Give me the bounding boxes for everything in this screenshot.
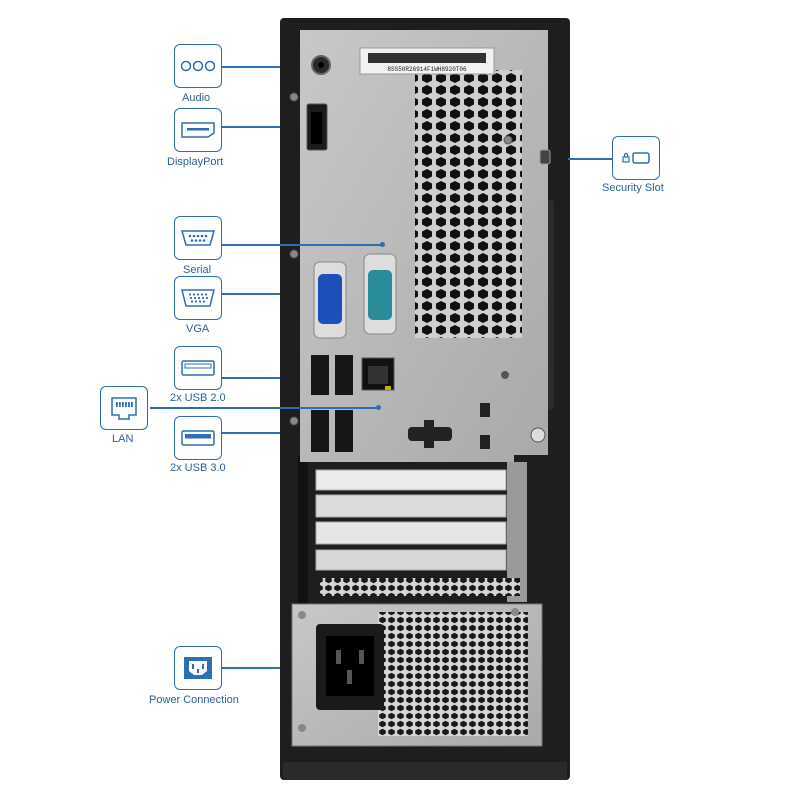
lan-leader-dot xyxy=(376,405,381,410)
usb3-label: 2x USB 3.0 xyxy=(170,462,226,474)
power-connector[interactable] xyxy=(316,624,384,710)
security-icon-box xyxy=(612,136,660,180)
usb2-leader xyxy=(222,377,280,379)
serial-port-icon xyxy=(181,230,215,246)
panel-knockout xyxy=(408,403,490,449)
usb3-icon-box xyxy=(174,416,222,460)
usb3-ports[interactable] xyxy=(311,410,353,452)
lan-port-icon xyxy=(111,397,137,420)
vga-port[interactable] xyxy=(313,261,347,339)
serial-leader xyxy=(222,244,382,246)
serial-sticker: 8SS50R26914F1WH8920T06 xyxy=(359,47,495,75)
audio-leader xyxy=(222,66,280,68)
usb2-port-icon xyxy=(181,360,215,376)
displayport-icon xyxy=(181,122,215,138)
displayport-label: DisplayPort xyxy=(167,156,224,168)
lan-label: LAN xyxy=(112,433,134,445)
serial-icon-box xyxy=(174,216,222,260)
security-label: Security Slot xyxy=(602,182,664,194)
usb2-ports[interactable] xyxy=(311,355,353,395)
lock-icon xyxy=(622,152,650,164)
lan-leader xyxy=(150,407,378,409)
lan-icon-box xyxy=(100,386,148,430)
power-leader xyxy=(222,667,280,669)
power-label: Power Connection xyxy=(149,694,239,706)
audio-jacks-icon xyxy=(180,60,216,72)
usb3-leader xyxy=(222,432,280,434)
vga-port-icon xyxy=(181,289,215,307)
lan-port[interactable] xyxy=(361,357,395,391)
expansion-slots xyxy=(315,462,527,602)
displayport-icon-box xyxy=(174,108,222,152)
audio-label: Audio xyxy=(182,92,211,104)
audio-jack[interactable] xyxy=(311,55,331,75)
vga-label: VGA xyxy=(186,323,210,335)
power-icon-box xyxy=(174,646,222,690)
serial-port[interactable] xyxy=(363,253,397,335)
displayport-leader xyxy=(222,126,280,128)
security-leader xyxy=(568,158,612,160)
audio-icon-box xyxy=(174,44,222,88)
displayport-port[interactable] xyxy=(306,103,328,151)
serial-leader-dot xyxy=(380,242,385,247)
serial-sticker-text: 8SS50R26914F1WH8920T06 xyxy=(387,66,467,73)
vga-leader xyxy=(222,293,280,295)
vga-icon-box xyxy=(174,276,222,320)
serial-label: Serial xyxy=(183,264,212,276)
power-connector-icon xyxy=(184,657,212,679)
usb2-label: 2x USB 2.0 xyxy=(170,392,226,404)
usb2-icon-box xyxy=(174,346,222,390)
io-panel xyxy=(289,30,548,462)
usb3-port-icon xyxy=(181,430,215,446)
security-slot[interactable] xyxy=(539,149,551,165)
